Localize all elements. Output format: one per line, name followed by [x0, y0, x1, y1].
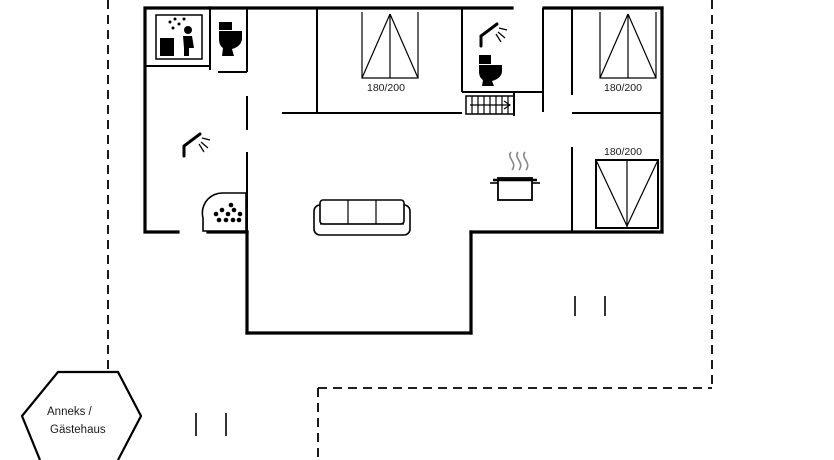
bed-2	[599, 12, 657, 79]
bed-3-size-label: 180/200	[604, 146, 642, 158]
interior-walls	[145, 8, 662, 232]
annex-label-line1: Anneks /	[47, 406, 93, 418]
bed-2-size-label: 180/200	[604, 82, 642, 94]
stairs	[465, 92, 515, 116]
outer-dashed-outline	[107, 0, 713, 460]
annex-hexagon	[20, 370, 143, 460]
bed-1	[361, 12, 419, 79]
shower-icon-2	[479, 22, 508, 48]
door-marks-annex	[195, 413, 227, 436]
toilet-icon-1	[219, 22, 242, 56]
cooking-pot-icon	[490, 151, 540, 201]
sofa-icon	[313, 199, 411, 236]
toilet-icon-2	[479, 55, 502, 86]
shower-icon-1	[182, 132, 211, 158]
door-marks-terrace	[574, 296, 606, 316]
annex-label-line2: Gästehaus	[50, 424, 106, 436]
bed-3	[595, 159, 659, 229]
exterior-walls	[143, 6, 664, 335]
bed-1-size-label: 180/200	[367, 82, 405, 94]
sauna-icon	[155, 14, 203, 60]
whirlpool-icon	[201, 192, 247, 232]
